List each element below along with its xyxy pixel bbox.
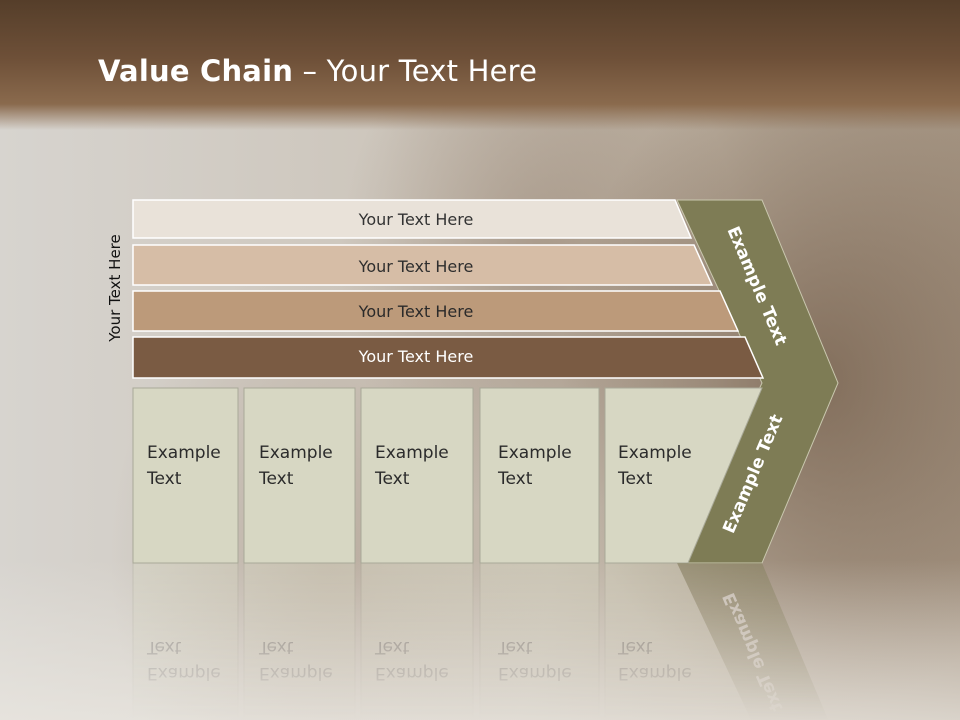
reflect-line1: Example [618, 663, 692, 683]
box-4[interactable]: Example Text [479, 387, 600, 564]
box-5[interactable]: Example Text [604, 387, 763, 564]
box-1[interactable]: Example Text [132, 387, 239, 564]
reflect-line2: Text [497, 637, 533, 657]
bar-3-label: Your Text Here [358, 302, 474, 321]
slide-title: Value Chain – Your Text Here [98, 54, 537, 88]
box-5-line1: Example [618, 443, 692, 463]
bar-2[interactable]: Your Text Here [132, 244, 714, 286]
box-1-line1: Example [147, 443, 221, 463]
reflection: Example Text Example Text Example Text E… [132, 562, 829, 720]
header-band [0, 0, 960, 130]
title-rest: – Your Text Here [293, 54, 538, 88]
bar-1-label: Your Text Here [358, 210, 474, 229]
bar-4-shape [132, 336, 765, 379]
box-5-line2: Text [617, 469, 653, 489]
box-3-shape [360, 387, 474, 564]
reflect-line1: Example [498, 663, 572, 683]
reflect-line2: Text [146, 637, 182, 657]
reflect-line2: Text [617, 637, 653, 657]
box-2[interactable]: Example Text [243, 387, 356, 564]
bar-4[interactable]: Your Text Here [132, 336, 765, 379]
bar-4-label: Your Text Here [358, 347, 474, 366]
title-bold: Value Chain [98, 54, 294, 88]
box-2-line2: Text [258, 469, 294, 489]
bar-3[interactable]: Your Text Here [132, 290, 740, 332]
reflect-line1: Example [147, 663, 221, 683]
reflect-line2: Text [258, 637, 294, 657]
box-2-shape [243, 387, 356, 564]
bar-3-shape [132, 290, 740, 332]
reflect-line1: Example [259, 663, 333, 683]
bar-1-shape [132, 199, 693, 239]
box-2-line1: Example [259, 443, 333, 463]
box-1-shape [132, 387, 239, 564]
box-3-line1: Example [375, 443, 449, 463]
box-3[interactable]: Example Text [360, 387, 474, 564]
bar-2-shape [132, 244, 714, 286]
reflect-line1: Example [375, 663, 449, 683]
bar-2-label: Your Text Here [358, 257, 474, 276]
box-4-line2: Text [497, 469, 533, 489]
box-1-line2: Text [146, 469, 182, 489]
box-4-line1: Example [498, 443, 572, 463]
bar-1[interactable]: Your Text Here [132, 199, 693, 239]
reflect-line2: Text [374, 637, 410, 657]
box-3-line2: Text [374, 469, 410, 489]
